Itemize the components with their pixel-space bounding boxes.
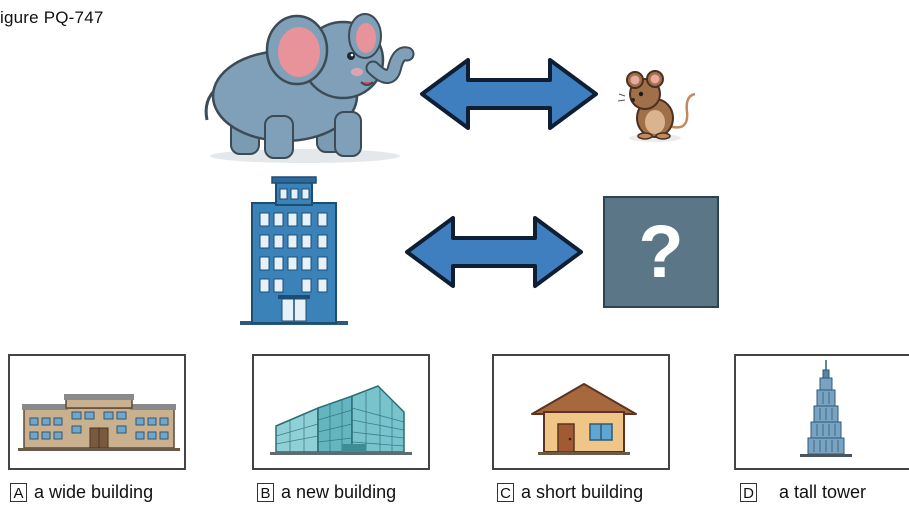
question-mark-icon: ? bbox=[638, 210, 684, 293]
double-arrow-icon bbox=[420, 58, 598, 130]
option-d-card[interactable] bbox=[734, 354, 909, 470]
option-b-caption[interactable]: B a new building bbox=[257, 479, 396, 505]
option-text: a new building bbox=[281, 481, 397, 502]
glass-building-image bbox=[270, 385, 412, 455]
small-house-image bbox=[531, 383, 637, 455]
option-c-card[interactable] bbox=[492, 354, 670, 470]
office-building-image bbox=[240, 176, 348, 325]
figure-label: igure PQ-747 bbox=[0, 8, 104, 27]
mouse-image bbox=[617, 70, 696, 142]
option-c-caption[interactable]: C a short building bbox=[497, 479, 643, 505]
elephant-image bbox=[204, 13, 415, 163]
option-d-caption[interactable]: D a tall tower bbox=[740, 479, 866, 505]
tall-tower-image bbox=[800, 360, 852, 457]
unknown-answer-box: ? bbox=[603, 196, 719, 308]
option-b-card[interactable] bbox=[252, 354, 430, 470]
option-letter: B bbox=[257, 482, 274, 502]
double-arrow-icon bbox=[405, 216, 583, 288]
option-letter: A bbox=[10, 482, 27, 502]
option-text: a tall tower bbox=[779, 481, 867, 502]
option-text: a short building bbox=[521, 481, 644, 502]
option-letter: D bbox=[740, 482, 757, 502]
wide-building-image bbox=[18, 394, 180, 451]
option-letter: C bbox=[497, 482, 514, 502]
option-a-card[interactable] bbox=[8, 354, 186, 470]
option-a-caption[interactable]: A a wide building bbox=[10, 479, 153, 505]
option-text: a wide building bbox=[34, 481, 154, 502]
